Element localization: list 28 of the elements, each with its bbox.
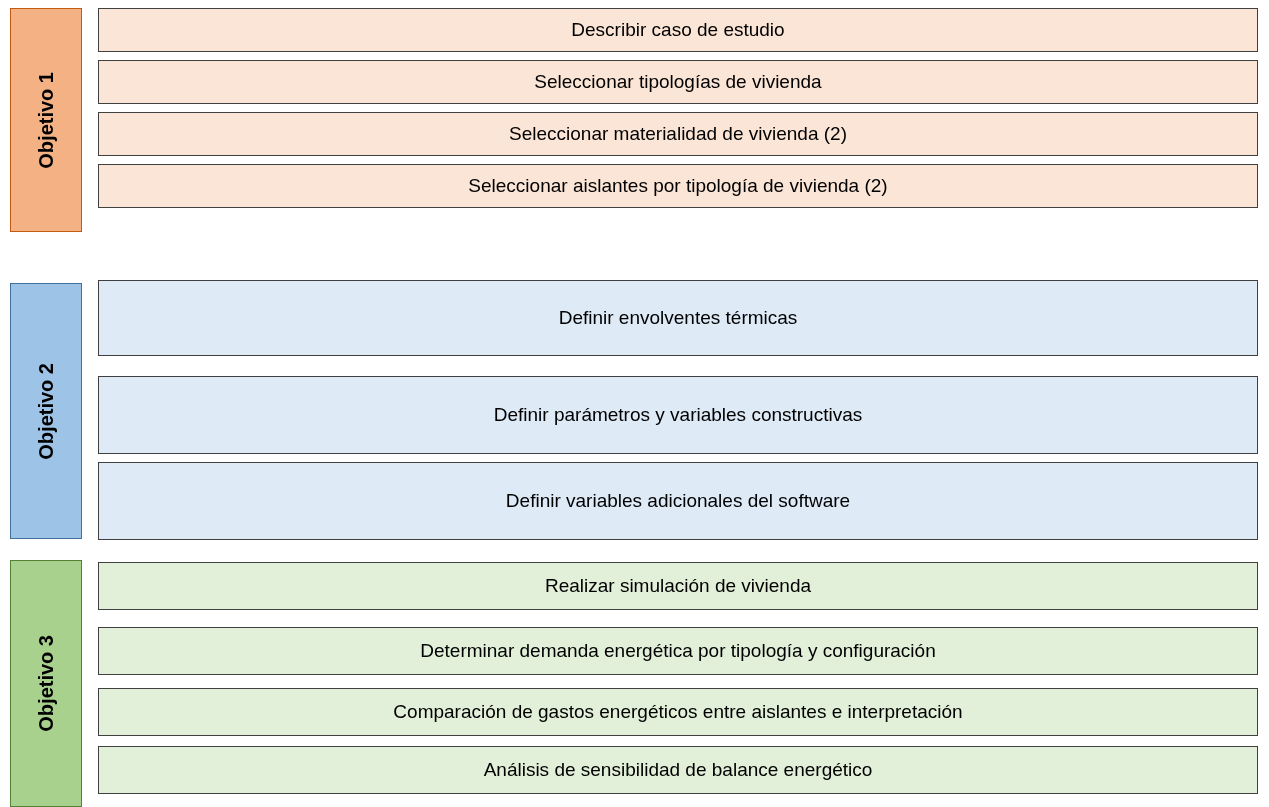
task-label: Realizar simulación de vivienda: [544, 575, 812, 597]
objective-band: [10, 283, 82, 539]
task-box: [98, 164, 1258, 208]
objective-band: [10, 8, 82, 232]
task-label: Determinar demanda energética por tipología y configuración: [420, 640, 936, 662]
objective-label: Objetivo 2: [34, 362, 58, 460]
task-label: Seleccionar materialidad de vivienda (2): [509, 123, 847, 145]
task-label: Definir variables adicionales del software: [505, 490, 851, 512]
task-box: [98, 112, 1258, 156]
task-label: Seleccionar aislantes por tipología de vivienda (2): [468, 175, 888, 197]
task-box: [98, 376, 1258, 454]
task-label: Definir parámetros y variables constructivas: [493, 404, 863, 426]
task-box: [98, 462, 1258, 540]
task-box: [98, 60, 1258, 104]
task-box: [98, 746, 1258, 794]
task-label: Describir caso de estudio: [571, 19, 785, 41]
objective-band: [10, 560, 82, 807]
task-box: [98, 562, 1258, 610]
task-label: Definir envolventes térmicas: [558, 307, 798, 329]
task-box: [98, 280, 1258, 356]
task-label: Comparación de gastos energéticos entre aislantes e interpretación: [393, 701, 963, 723]
task-box: [98, 688, 1258, 736]
objective-label: Objetivo 1: [34, 71, 58, 169]
task-box: [98, 627, 1258, 675]
task-label: Seleccionar tipologías de vivienda: [534, 71, 822, 93]
objective-label: Objetivo 3: [34, 635, 58, 732]
task-label: Análisis de sensibilidad de balance energético: [483, 759, 873, 781]
task-box: [98, 8, 1258, 52]
